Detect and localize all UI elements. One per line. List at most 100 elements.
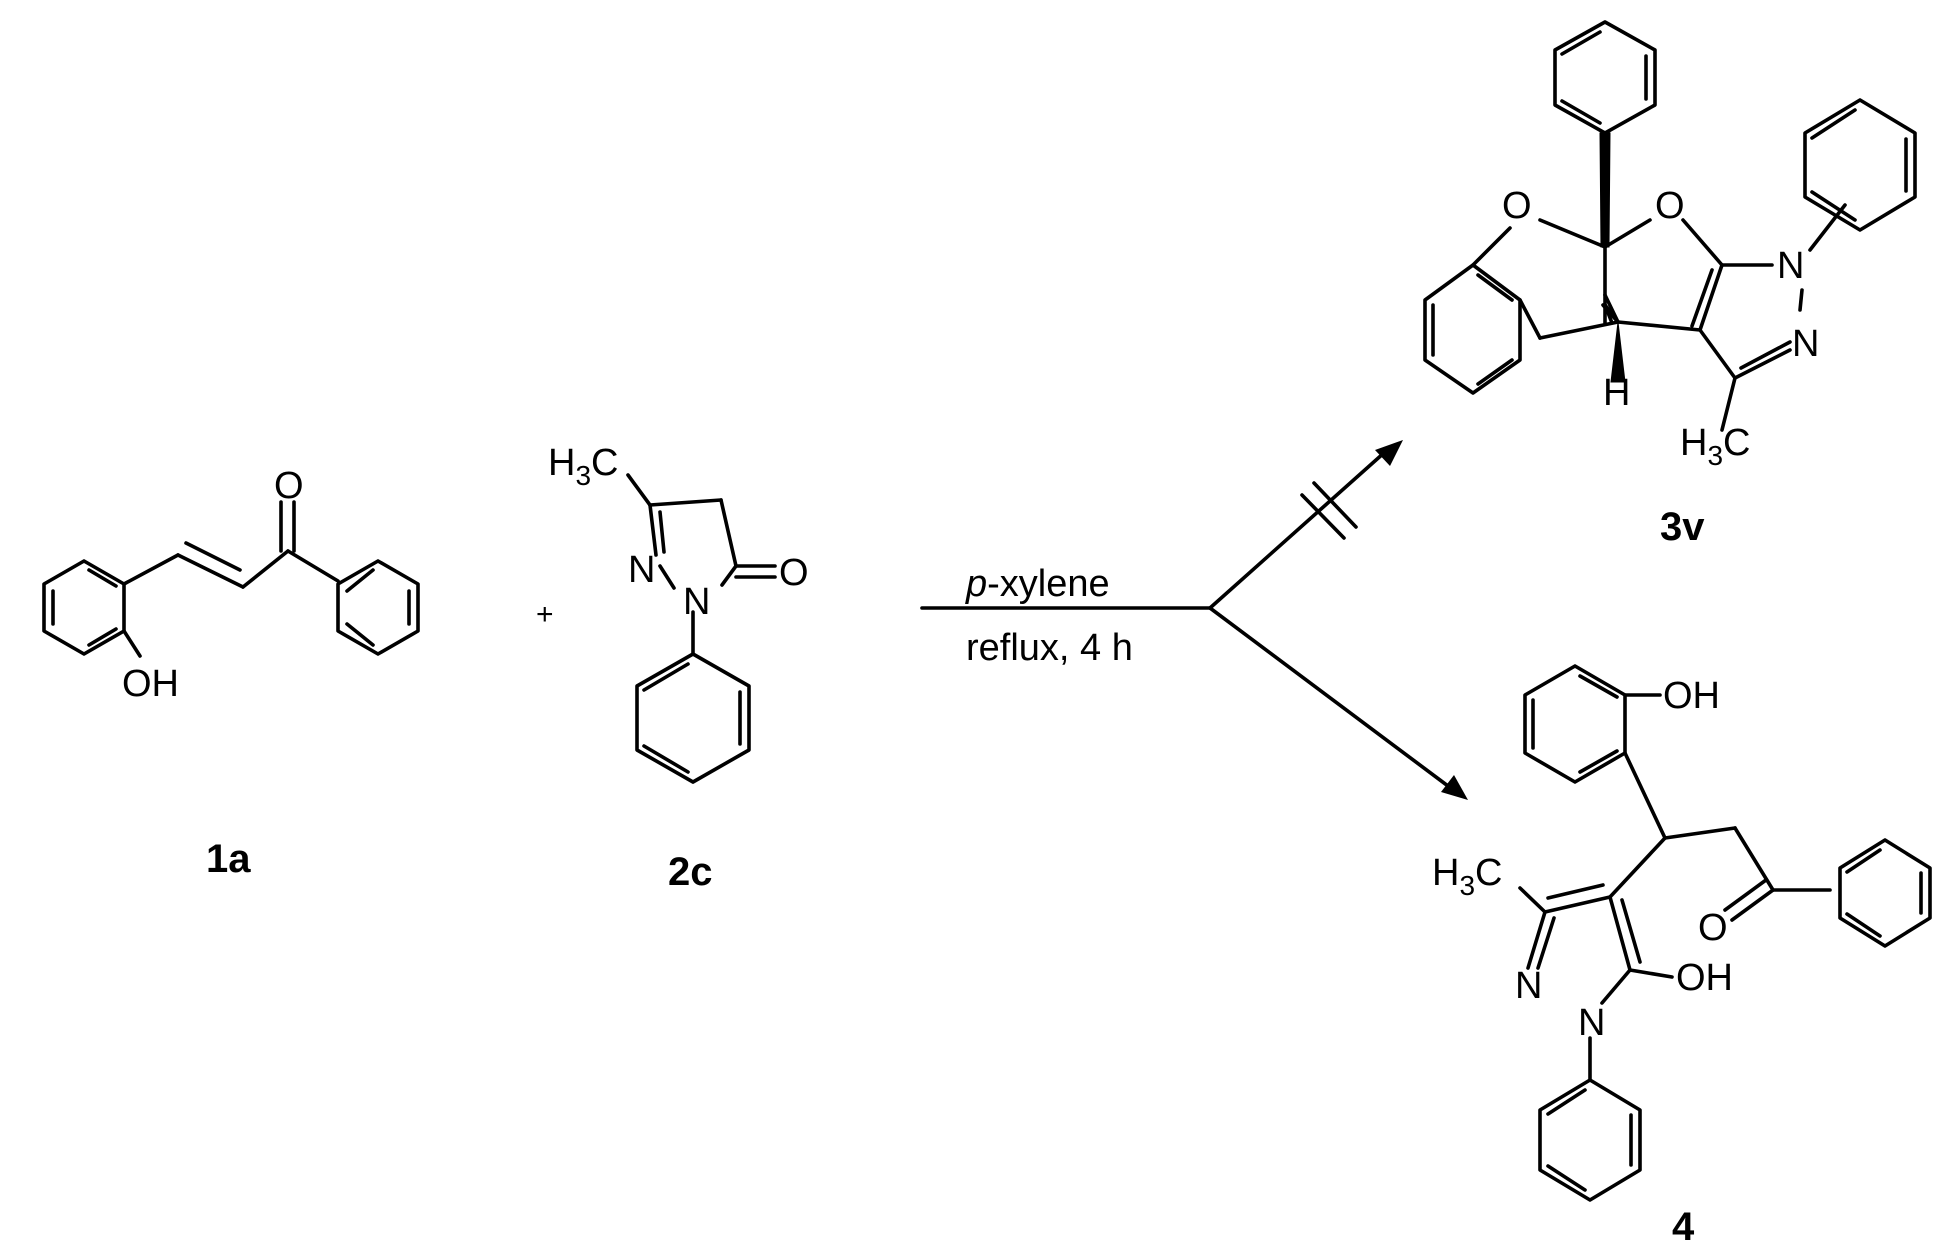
ring-bond: [719, 498, 738, 568]
ring-bond: [1698, 263, 1724, 332]
carbonyl-oxygen-label: O: [779, 552, 809, 594]
ring-inner-bond: [1476, 273, 1514, 302]
vinyl-bond: [122, 553, 180, 586]
compound-label-3v: 3v: [1660, 505, 1705, 549]
ring-inner-bond: [1578, 749, 1619, 774]
ring-bond: [1526, 910, 1547, 970]
arrow-to-4: [1208, 606, 1450, 788]
ring-bond: [1538, 320, 1620, 340]
nitrogen-label: N: [1578, 1002, 1605, 1044]
ring-inner-bond: [642, 662, 690, 692]
ring-double-bond: [658, 510, 666, 554]
condition-temperature-time: reflux, 4 h: [966, 627, 1133, 669]
ring-oxygen-label: O: [1655, 185, 1685, 227]
ring-double-bond: [1536, 916, 1556, 970]
plus-sign: +: [536, 598, 554, 631]
reactant-2c-structure: H3C N N O: [548, 442, 809, 784]
methine-to-pyrazole-bond: [1608, 836, 1667, 899]
compound-label-1a: 1a: [206, 837, 251, 881]
methine-bond: [1623, 751, 1667, 840]
stereo-wedge-bond: [1610, 321, 1626, 383]
ring-bond: [1798, 288, 1804, 312]
hydroxyphenyl-ring: [42, 559, 126, 656]
ring-bond: [648, 503, 658, 557]
methyl-label: H3C: [548, 442, 618, 491]
nitrogen-label: N: [1515, 965, 1542, 1007]
ring-inner-bond: [1476, 358, 1514, 386]
methyl-label: H3C: [1680, 422, 1750, 471]
alkene-bond: [176, 553, 245, 589]
alkene-double-bond: [184, 541, 242, 572]
arrow-to-3v: [1208, 450, 1387, 610]
stereo-wedge-bond: [1599, 132, 1611, 248]
ring-inner-bond: [1546, 1164, 1587, 1192]
ring-bond: [1471, 226, 1512, 267]
hydrogen-label: H: [1603, 372, 1630, 414]
carbonyl-double-bond: [1730, 888, 1775, 922]
ring-inner-bond: [1560, 99, 1602, 125]
oh-bond: [122, 629, 142, 658]
ring-bond: [1543, 895, 1612, 914]
carbonyl-oxygen-label: O: [1698, 907, 1728, 949]
top-phenyl-ring: [1553, 20, 1657, 135]
compound-label-2c: 2c: [668, 850, 713, 894]
carbonyl-oxygen-label: O: [274, 465, 304, 507]
ring-bond: [1538, 218, 1607, 249]
phenyl-ring: [635, 652, 751, 784]
ring-inner-bond: [345, 622, 375, 647]
ring-inner-bond: [1845, 912, 1882, 938]
arrowhead-4: [1441, 775, 1468, 800]
ring-double-bond: [1690, 268, 1714, 328]
enol-oh-label: OH: [1676, 957, 1733, 999]
ring-double-bond: [1620, 898, 1642, 964]
product-4-structure: OH OH O N N H3C: [1432, 664, 1932, 1202]
no-reaction-strike: [1300, 493, 1346, 540]
n-phenyl-bond: [1808, 203, 1847, 252]
ring-inner-bond: [345, 568, 375, 593]
nitrogen-label: N: [1792, 323, 1819, 365]
hydroxyl-label: OH: [122, 663, 179, 705]
arrowhead-3v: [1375, 440, 1403, 466]
ring-inner-bond: [1810, 190, 1857, 222]
ring-inner-bond: [1810, 108, 1857, 140]
methyl-bond: [1720, 376, 1737, 432]
ring-bond: [648, 498, 723, 507]
phenyl-ring: [336, 559, 420, 656]
benzo-ring: [1423, 263, 1522, 395]
ring-inner-bond: [1560, 30, 1602, 56]
ring-bond: [1518, 298, 1542, 340]
ring-bond: [1603, 293, 1620, 324]
ring-inner-bond: [1845, 848, 1882, 874]
nitrogen-label: N: [1777, 245, 1804, 287]
n-phenyl-ring: [1538, 1078, 1642, 1202]
benzoyl-phenyl-ring: [1838, 838, 1932, 948]
phenyl-bond: [286, 549, 340, 583]
hydroxyphenyl-ring: [1523, 664, 1627, 784]
ring-bond: [1600, 968, 1632, 1005]
ring-bond: [1681, 218, 1724, 267]
chain-bond: [1663, 826, 1737, 840]
ring-bond: [1616, 320, 1702, 332]
ring-bond: [658, 564, 676, 590]
ring-inner-bond: [1578, 674, 1619, 699]
no-reaction-strike: [1312, 481, 1358, 529]
n-phenyl-ring: [1803, 98, 1917, 232]
nitrogen-label: N: [683, 581, 710, 623]
oh-bond: [1628, 968, 1674, 979]
methyl-bond: [1518, 886, 1547, 914]
ring-bond: [720, 564, 738, 587]
ring-inner-bond: [87, 568, 118, 588]
ring-bond: [1608, 895, 1632, 972]
methyl-bond: [626, 473, 652, 507]
reactant-1a-structure: OH O: [42, 465, 420, 705]
compound-label-4: 4: [1672, 1205, 1695, 1246]
reaction-arrows: [920, 440, 1468, 800]
ring-inner-bond: [1546, 1088, 1587, 1116]
condition-solvent: p-xylene: [965, 563, 1110, 605]
ring-bond: [1733, 348, 1792, 380]
ring-inner-bond: [87, 627, 118, 647]
product-3v-structure: O O N N H H3C: [1423, 20, 1917, 471]
ring-oxygen-label: O: [1502, 185, 1532, 227]
ring-double-bond: [1739, 340, 1792, 370]
